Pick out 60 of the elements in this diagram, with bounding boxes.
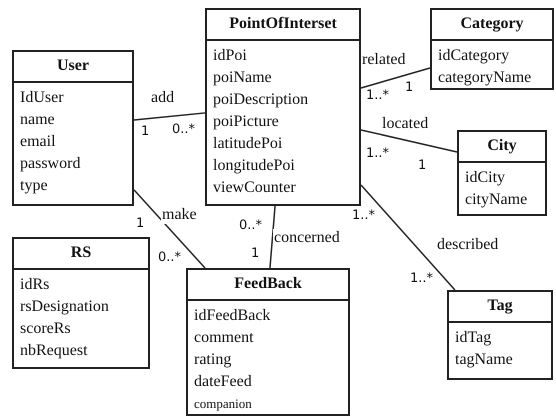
class-box bbox=[430, 8, 554, 90]
class-box bbox=[457, 130, 547, 216]
class-name: Category bbox=[432, 10, 552, 41]
class-box bbox=[12, 50, 134, 206]
multiplicity-label: 1..* bbox=[366, 88, 390, 103]
class-box bbox=[186, 268, 350, 416]
attribute-text: tagName bbox=[455, 350, 514, 370]
multiplicity-label: 0..* bbox=[172, 122, 196, 137]
class-box bbox=[205, 8, 361, 206]
attribute-text: latitudePoi bbox=[213, 134, 284, 154]
association-line bbox=[360, 129, 458, 153]
attribute-text: type bbox=[20, 176, 49, 196]
multiplicity-label: 1 bbox=[136, 216, 144, 231]
attribute-text: email bbox=[20, 132, 57, 152]
association-line bbox=[133, 189, 206, 268]
attribute-text: idTag bbox=[455, 328, 492, 348]
multiplicity-label: 1 bbox=[251, 246, 260, 261]
association-line bbox=[269, 206, 276, 268]
class-name: RS bbox=[14, 239, 148, 270]
attribute-text: idPoi bbox=[213, 46, 248, 66]
class-name: Tag bbox=[449, 292, 551, 323]
attribute-text: longitudePoi bbox=[213, 156, 296, 176]
multiplicity-label: 1..* bbox=[410, 271, 434, 286]
attribute-text: IdUser bbox=[20, 88, 65, 108]
multiplicity-label: 1..* bbox=[366, 146, 390, 161]
class-name: FeedBack bbox=[188, 270, 348, 301]
class-box bbox=[447, 290, 553, 380]
edge-label: make bbox=[161, 206, 198, 224]
multiplicity-label: 1 bbox=[141, 124, 150, 139]
attribute-text: comment bbox=[194, 328, 255, 348]
attribute-text: poiName bbox=[213, 68, 273, 88]
association-line bbox=[360, 184, 456, 290]
attribute-text: cityName bbox=[465, 190, 528, 210]
attribute-text: companion bbox=[194, 395, 253, 413]
class-box bbox=[12, 237, 150, 369]
multiplicity-label: 1 bbox=[405, 80, 414, 95]
multiplicity-label: 0..* bbox=[158, 250, 182, 265]
attribute-text: idCategory bbox=[438, 46, 510, 66]
attribute-text: nbRequest bbox=[20, 341, 89, 361]
attribute-text: categoryName bbox=[438, 68, 532, 88]
attribute-text: viewCounter bbox=[213, 178, 297, 198]
attribute-text: poiPicture bbox=[213, 112, 280, 132]
class-name: PointOfInterset bbox=[207, 10, 359, 41]
attribute-text: rating bbox=[194, 350, 232, 370]
association-line bbox=[134, 112, 206, 121]
association-line bbox=[360, 67, 430, 89]
multiplicity-label: 1..* bbox=[352, 208, 376, 223]
attribute-text: poiDescription bbox=[213, 90, 310, 110]
attribute-text: name bbox=[20, 110, 56, 130]
attribute-text: idCity bbox=[465, 168, 506, 188]
class-name: User bbox=[14, 52, 132, 83]
multiplicity-label: 0..* bbox=[239, 218, 262, 233]
attribute-text: dateFeed bbox=[194, 372, 253, 392]
attribute-text: scoreRs bbox=[20, 319, 72, 339]
attribute-text: password bbox=[20, 154, 82, 174]
attribute-text: idFeedBack bbox=[194, 306, 272, 326]
attribute-text: idRs bbox=[20, 275, 50, 295]
attribute-text: rsDesignation bbox=[20, 297, 110, 317]
class-name: City bbox=[459, 132, 545, 163]
multiplicity-label: 1 bbox=[418, 158, 426, 173]
